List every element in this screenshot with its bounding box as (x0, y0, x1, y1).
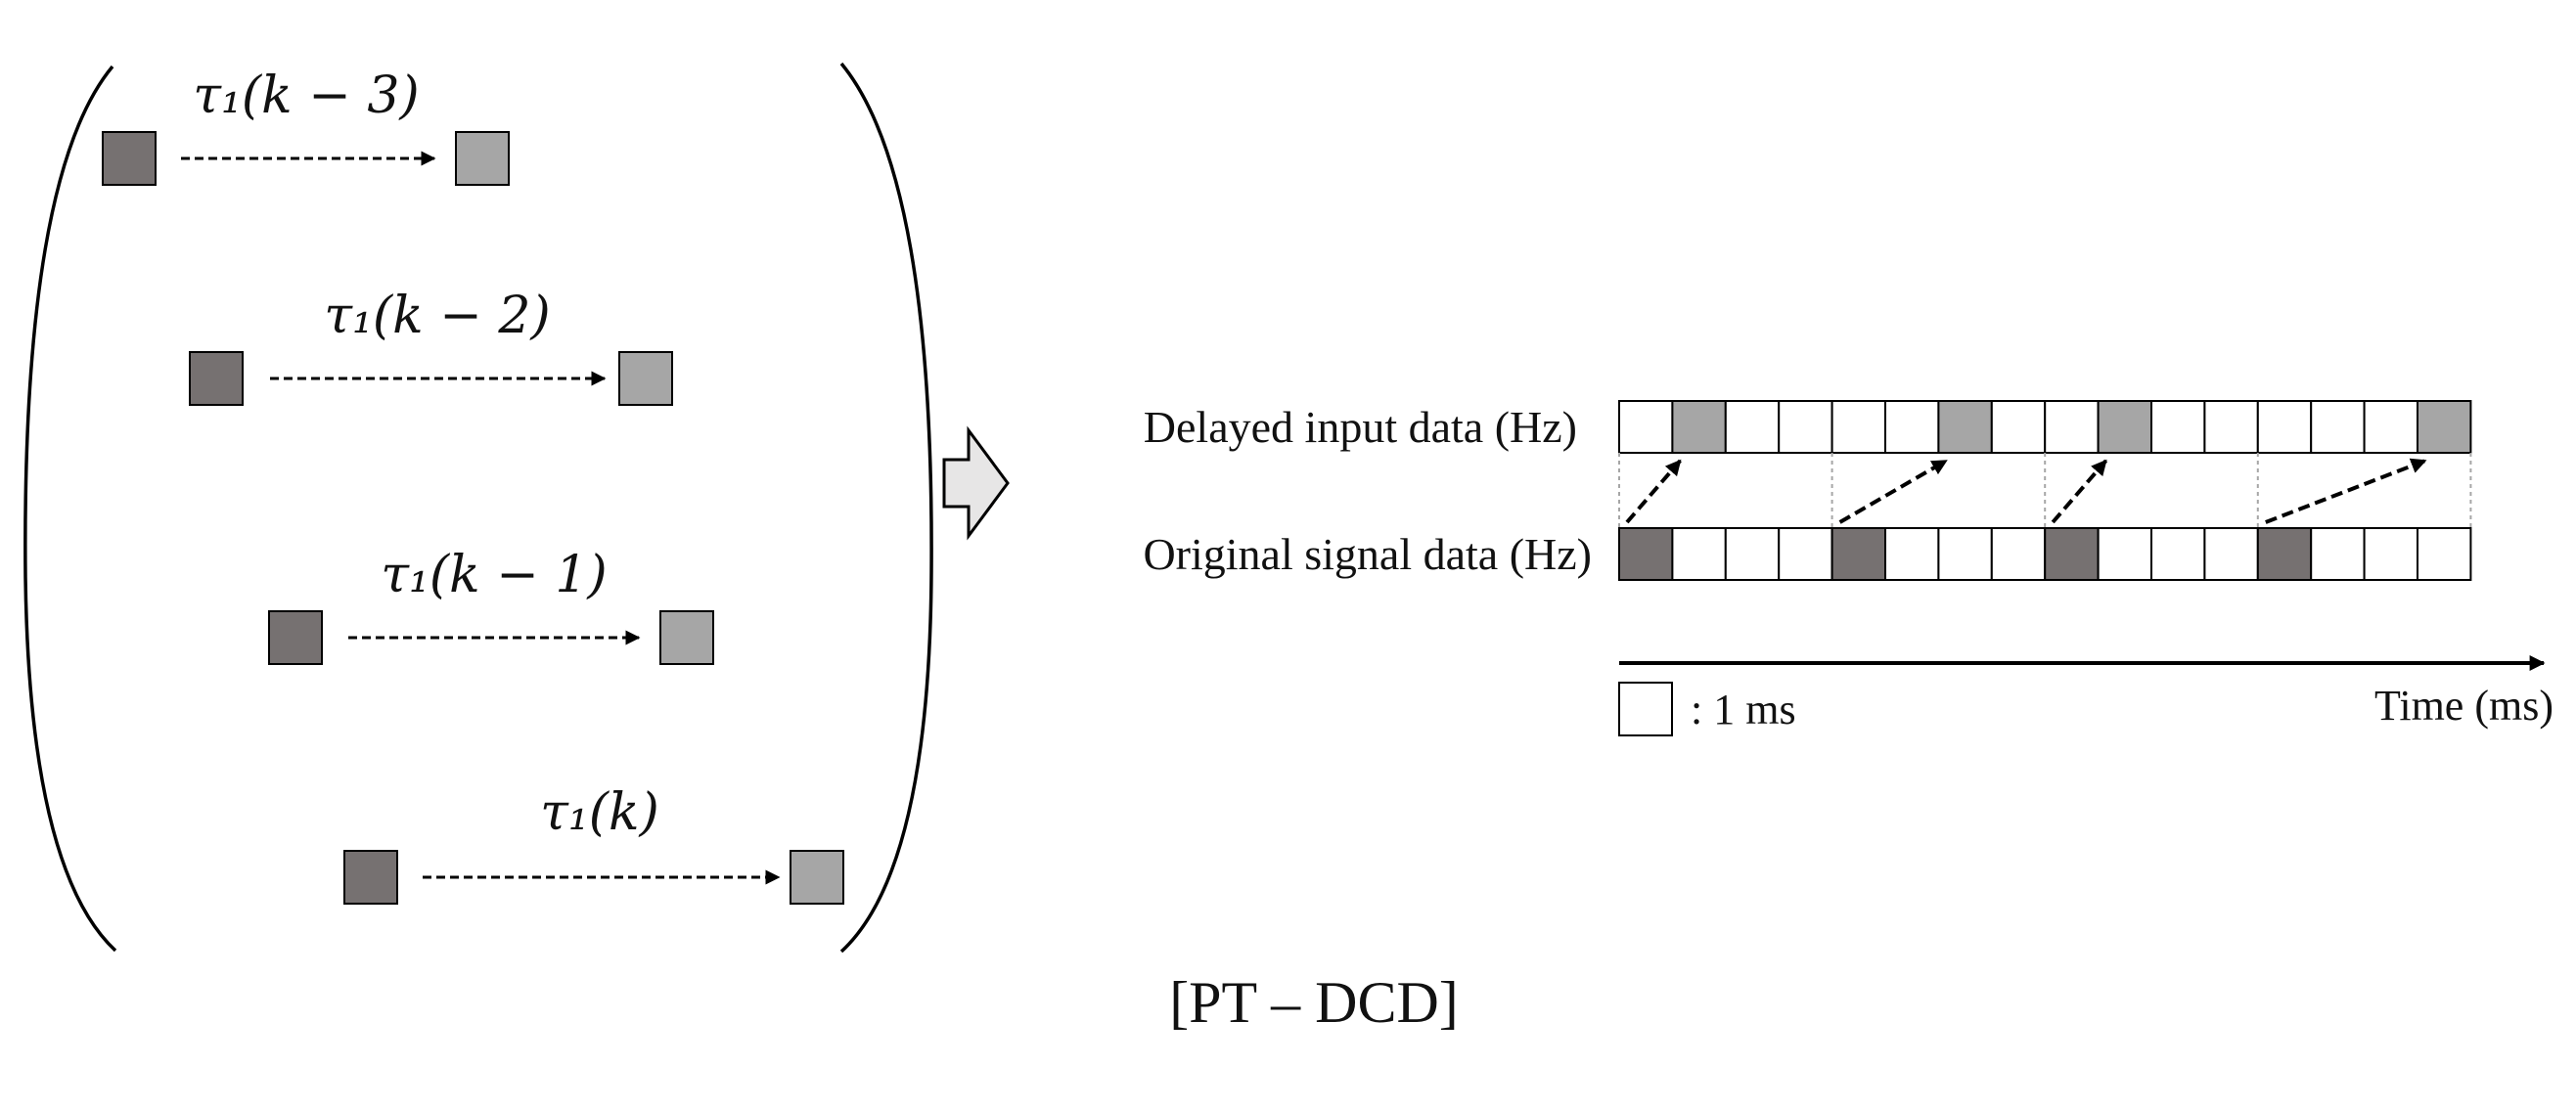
delayed-cell (1618, 400, 1674, 454)
right-bracket (839, 62, 933, 954)
delayed-block (455, 131, 510, 186)
timeline-delay-arrow (2051, 459, 2108, 524)
original-cell (2256, 527, 2313, 581)
delay-label: τ₁(k − 2) (324, 287, 550, 345)
original-cell (1937, 527, 1993, 581)
delayed-cell (1884, 400, 1940, 454)
delayed-cell (2203, 400, 2259, 454)
legend-text: : 1 ms (1691, 686, 1796, 733)
original-cell (1618, 527, 1674, 581)
delayed-cell (1778, 400, 1833, 454)
original-cell (2363, 527, 2419, 581)
delayed-cell (2363, 400, 2419, 454)
delayed-block (618, 351, 673, 406)
matrix-row: τ₁(k − 1) (268, 546, 714, 665)
original-cell (1671, 527, 1727, 581)
original-cell (1830, 527, 1886, 581)
original-cell (2203, 527, 2259, 581)
matrix-row: τ₁(k − 2) (189, 287, 673, 406)
source-block (102, 131, 157, 186)
delayed-cell (1990, 400, 2047, 454)
original-cell (2310, 527, 2366, 581)
timeline-delay-arrow (1625, 459, 1682, 524)
delay-label: τ₁(k) (540, 783, 659, 842)
original-cell (1990, 527, 2047, 581)
original-cell (2150, 527, 2206, 581)
left-bracket (23, 65, 117, 953)
delayed-cell (2150, 400, 2206, 454)
delayed-cell (1830, 400, 1886, 454)
delayed-cell (2256, 400, 2313, 454)
matrix-row: τ₁(k − 3) (102, 67, 510, 186)
delayed-input-row (1618, 400, 2472, 454)
original-signal-label: Original signal data (Hz) (1143, 529, 1592, 579)
original-cell (2044, 527, 2100, 581)
original-cell (2097, 527, 2153, 581)
delayed-cell (2097, 400, 2153, 454)
delayed-block (659, 610, 714, 665)
delayed-cell (2044, 400, 2100, 454)
original-cell (1884, 527, 1940, 581)
delayed-cell (1724, 400, 1781, 454)
delay-matrix: τ₁(k − 3) τ₁(k − 2) τ₁(k − 1) τ₁(k) (102, 67, 844, 905)
delayed-input-label: Delayed input data (Hz) (1144, 402, 1577, 452)
original-signal-row (1618, 527, 2472, 581)
original-cell (1778, 527, 1833, 581)
timeline-delay-arrow (1838, 459, 1948, 524)
source-block (189, 351, 244, 406)
source-block (268, 610, 323, 665)
source-block (343, 850, 398, 905)
legend-cell (1618, 682, 1673, 736)
original-cell (1724, 527, 1781, 581)
delayed-block (790, 850, 844, 905)
original-cell (2417, 527, 2472, 581)
delayed-cell (2417, 400, 2472, 454)
timeline (1618, 400, 2472, 581)
delay-label: τ₁(k − 3) (193, 67, 419, 125)
delayed-cell (1937, 400, 1993, 454)
timeline-delay-arrow (2265, 458, 2427, 524)
right-block-arrow-icon (942, 425, 1010, 541)
figure-caption: [PT – DCD] (1169, 970, 1459, 1035)
matrix-row: τ₁(k) (343, 783, 844, 905)
time-axis-label: Time (ms) (2374, 682, 2553, 730)
delay-label: τ₁(k − 1) (381, 546, 607, 604)
delayed-cell (1671, 400, 1727, 454)
delayed-cell (2310, 400, 2366, 454)
